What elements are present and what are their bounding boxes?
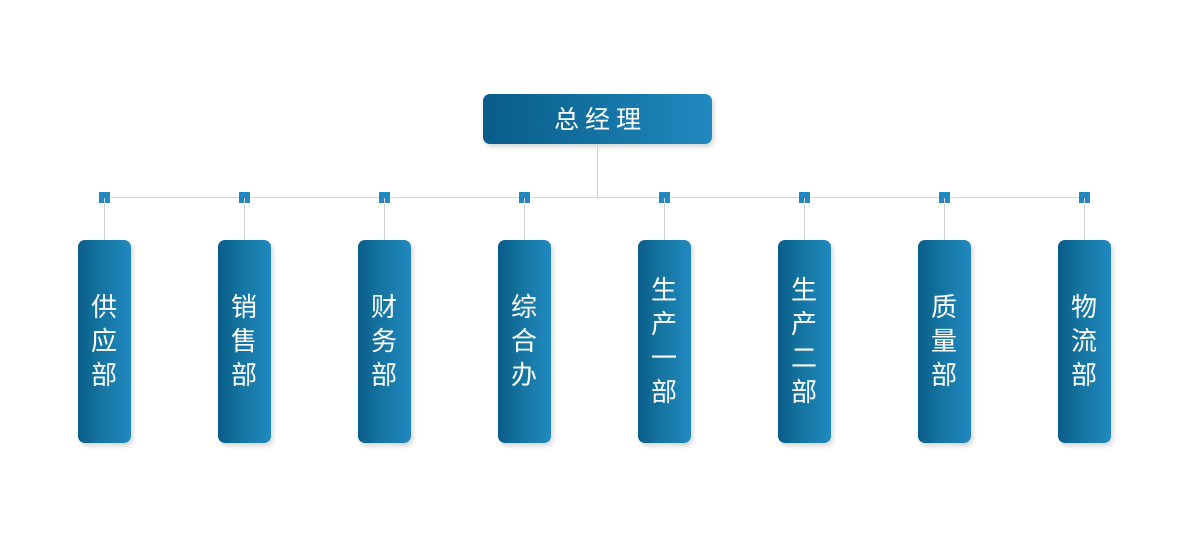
connector-marker-8 — [1079, 192, 1090, 203]
connector-marker-4 — [519, 192, 530, 203]
connector-drop-line-7 — [944, 198, 945, 242]
org-node-department[interactable]: 生产二部 — [777, 240, 831, 443]
connector-drop-line-3 — [384, 198, 385, 242]
org-node-department[interactable]: 质量部 — [917, 240, 971, 443]
org-node-department[interactable]: 生产一部 — [637, 240, 691, 443]
connector-marker-7 — [939, 192, 950, 203]
org-node-department-label: 物流部 — [1070, 292, 1097, 391]
connector-marker-1 — [99, 192, 110, 203]
connector-drop-line-5 — [664, 198, 665, 242]
org-node-root[interactable]: 总经理 — [483, 94, 712, 144]
org-node-department-label: 供应部 — [90, 292, 117, 391]
org-node-department[interactable]: 综合办 — [497, 240, 551, 443]
connector-marker-5 — [659, 192, 670, 203]
connector-marker-2 — [239, 192, 250, 203]
org-node-department-label: 生产二部 — [790, 275, 817, 408]
org-node-department[interactable]: 财务部 — [357, 240, 411, 443]
org-node-department-label: 综合办 — [510, 292, 537, 391]
org-node-root-label: 总经理 — [553, 104, 647, 134]
connector-drop-line-4 — [524, 198, 525, 242]
org-node-department[interactable]: 物流部 — [1057, 240, 1111, 443]
connector-drop-line-1 — [104, 198, 105, 242]
connector-marker-6 — [799, 192, 810, 203]
connector-marker-3 — [379, 192, 390, 203]
connector-drop-line-6 — [804, 198, 805, 242]
org-node-department-label: 生产一部 — [650, 275, 677, 408]
connector-bus-line — [100, 197, 1090, 198]
org-node-department-label: 销售部 — [230, 292, 257, 391]
org-node-department[interactable]: 销售部 — [217, 240, 271, 443]
connector-drop-line-2 — [244, 198, 245, 242]
org-node-department[interactable]: 供应部 — [77, 240, 131, 443]
connector-drop-line-8 — [1084, 198, 1085, 242]
org-node-department-label: 质量部 — [930, 292, 957, 391]
connector-trunk-line — [597, 144, 598, 198]
org-node-department-label: 财务部 — [370, 292, 397, 391]
